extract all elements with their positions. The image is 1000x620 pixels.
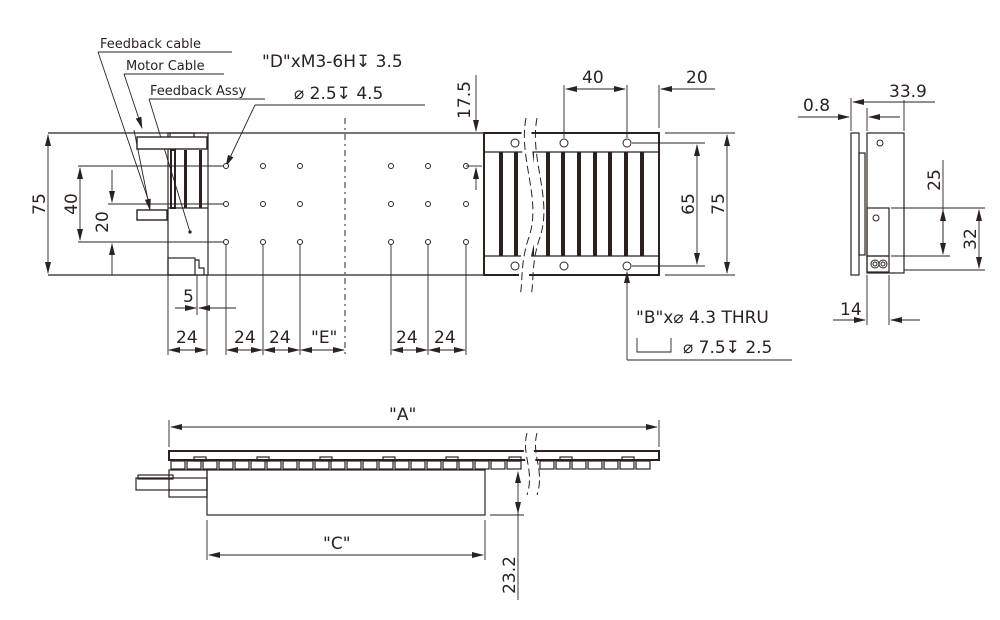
- dim-C: "C": [323, 534, 351, 554]
- mounting-hole-grid: [223, 163, 469, 245]
- dim-5: 5: [183, 287, 194, 307]
- dim-75-right: 75: [709, 193, 729, 215]
- dim-65: 65: [679, 193, 699, 215]
- dim-24-a: 24: [176, 328, 198, 348]
- callout-labels: Feedback cable Motor Cable Feedback Assy…: [97, 37, 425, 234]
- dim-23-2: 23.2: [500, 556, 520, 594]
- dim-17-5: 17.5: [455, 81, 475, 119]
- dim-24-e: 24: [434, 328, 456, 348]
- dim-75-left: 75: [30, 193, 50, 215]
- dim-24-c: 24: [269, 328, 291, 348]
- side-view: 0.8 33.9 25 32 14: [798, 82, 985, 325]
- pin-holes-label: ⌀ 2.5↧ 4.5: [294, 84, 383, 104]
- dim-14: 14: [840, 300, 862, 320]
- dim-24-b: 24: [234, 328, 256, 348]
- thru-holes-label: "B"x⌀ 4.3 THRU: [636, 308, 769, 328]
- magnet-bars: [499, 152, 644, 256]
- magnet-row: [170, 460, 651, 470]
- front-view: "A": [135, 405, 660, 600]
- dim-0-8: 0.8: [803, 96, 830, 116]
- dim-32: 32: [961, 228, 981, 250]
- track-dimensions: 17.5 40 20 65 75: [455, 68, 735, 276]
- dim-40-pitch: 40: [582, 68, 604, 88]
- magnet-track: [483, 117, 660, 297]
- thru-hole-callout: "B"x⌀ 4.3 THRU ⌀ 7.5↧ 2.5: [624, 271, 792, 361]
- motor-cable-label: Motor Cable: [126, 59, 205, 74]
- left-dimensions: 75 40 20: [30, 134, 115, 275]
- top-view: [48, 118, 490, 355]
- bottom-dimensions: 5 24 24 24 "E" 24 24: [168, 287, 466, 353]
- counterbore-label: ⌀ 7.5↧ 2.5: [683, 338, 772, 358]
- feedback-assy-label: Feedback Assy: [150, 84, 246, 99]
- dim-E: "E": [311, 328, 337, 348]
- track-holes: [510, 138, 632, 271]
- dim-A: "A": [389, 405, 416, 425]
- dim-33-9: 33.9: [889, 82, 927, 102]
- dim-24-d: 24: [396, 328, 418, 348]
- dim-20: 20: [93, 211, 113, 233]
- dim-40: 40: [62, 193, 82, 215]
- dim-20-end: 20: [686, 68, 708, 88]
- feedback-cable-label: Feedback cable: [100, 37, 201, 52]
- dim-25: 25: [925, 169, 945, 191]
- tapped-holes-label: "D"xM3-6H↧ 3.5: [262, 52, 403, 72]
